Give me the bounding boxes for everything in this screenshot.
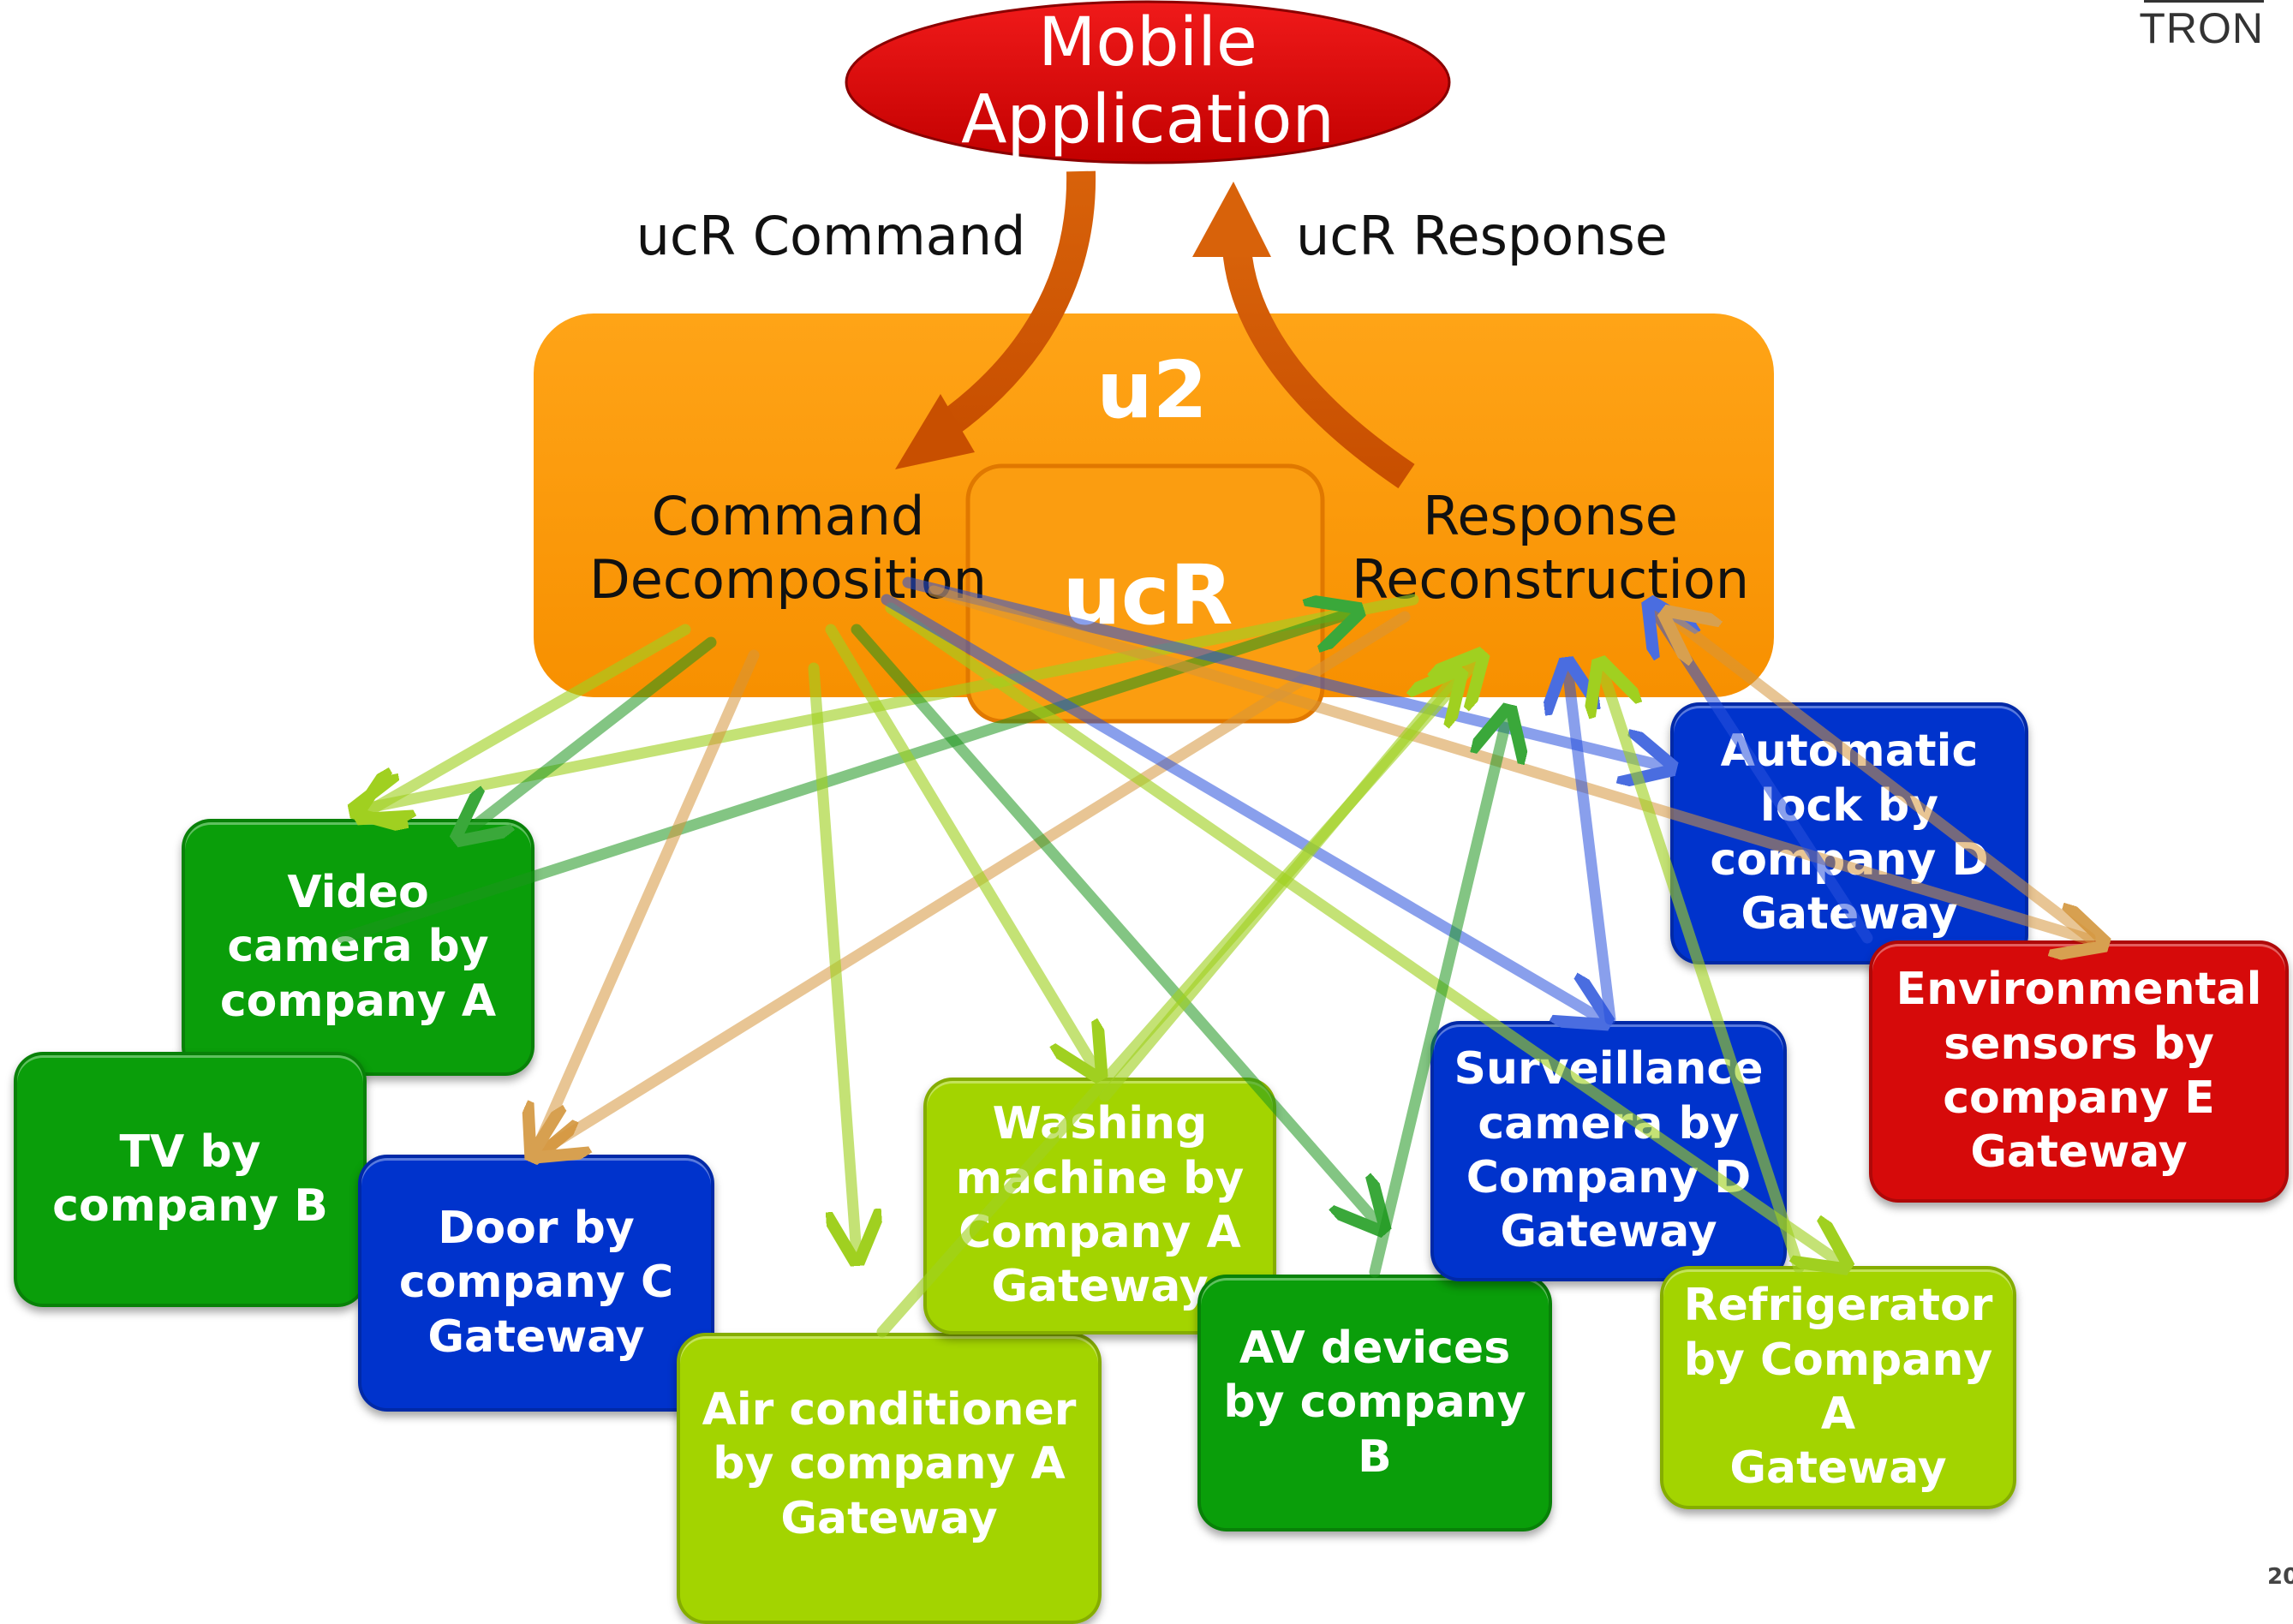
- device-video-camera[interactable]: Video camera by company A: [182, 819, 534, 1076]
- ucr-command-arrowhead: [895, 394, 975, 469]
- device-label: Door by company C Gateway: [398, 1202, 674, 1363]
- device-label: Surveillance camera by Company D Gateway: [1454, 1043, 1764, 1258]
- ucr-response-arrowhead: [1192, 182, 1271, 257]
- ucr-command-arrow: [934, 170, 1096, 440]
- device-label: Environmental sensors by company E Gatew…: [1896, 964, 2262, 1179]
- mobile-application-ellipse: [845, 0, 1451, 164]
- device-label: Air conditioner by company A Gateway: [702, 1383, 1077, 1544]
- device-av-devices[interactable]: AV devices by company B: [1197, 1275, 1552, 1531]
- device-label: TV by company B: [52, 1125, 328, 1232]
- u2-title: u2: [1096, 343, 1208, 436]
- response-reconstruction-label: Response Reconstruction: [1351, 484, 1749, 611]
- ucr-response-arrow: [1222, 247, 1415, 489]
- device-label: Video camera by company A: [219, 866, 497, 1027]
- device-refrigerator[interactable]: Refrigerator by Company A Gateway: [1660, 1266, 2016, 1509]
- ucr-title: ucR: [1062, 547, 1233, 643]
- device-door[interactable]: Door by company C Gateway: [358, 1155, 714, 1412]
- device-label: AV devices by company B: [1223, 1322, 1526, 1483]
- brand-logo: TRON: [2139, 4, 2264, 52]
- device-tv[interactable]: TV by company B: [14, 1052, 367, 1307]
- ucr-response-label: ucR Response: [1296, 204, 1668, 267]
- brand-rule: [2144, 0, 2264, 3]
- page-number: 20: [2267, 1564, 2293, 1590]
- device-automatic-lock[interactable]: Automatic lock by company D Gateway: [1670, 702, 2028, 964]
- device-environmental-sensors[interactable]: Environmental sensors by company E Gatew…: [1869, 940, 2289, 1203]
- mobile-application-label: Mobile Application: [961, 4, 1335, 158]
- device-label: Automatic lock by company D Gateway: [1710, 725, 1989, 940]
- device-label: Refrigerator by Company A Gateway: [1683, 1280, 1993, 1495]
- device-air-conditioner[interactable]: Air conditioner by company A Gateway: [677, 1333, 1102, 1624]
- device-surveillance-camera[interactable]: Surveillance camera by Company D Gateway: [1430, 1021, 1787, 1281]
- command-decomposition-label: Command Decomposition: [589, 484, 987, 611]
- ucr-command-label: ucR Command: [636, 204, 1026, 267]
